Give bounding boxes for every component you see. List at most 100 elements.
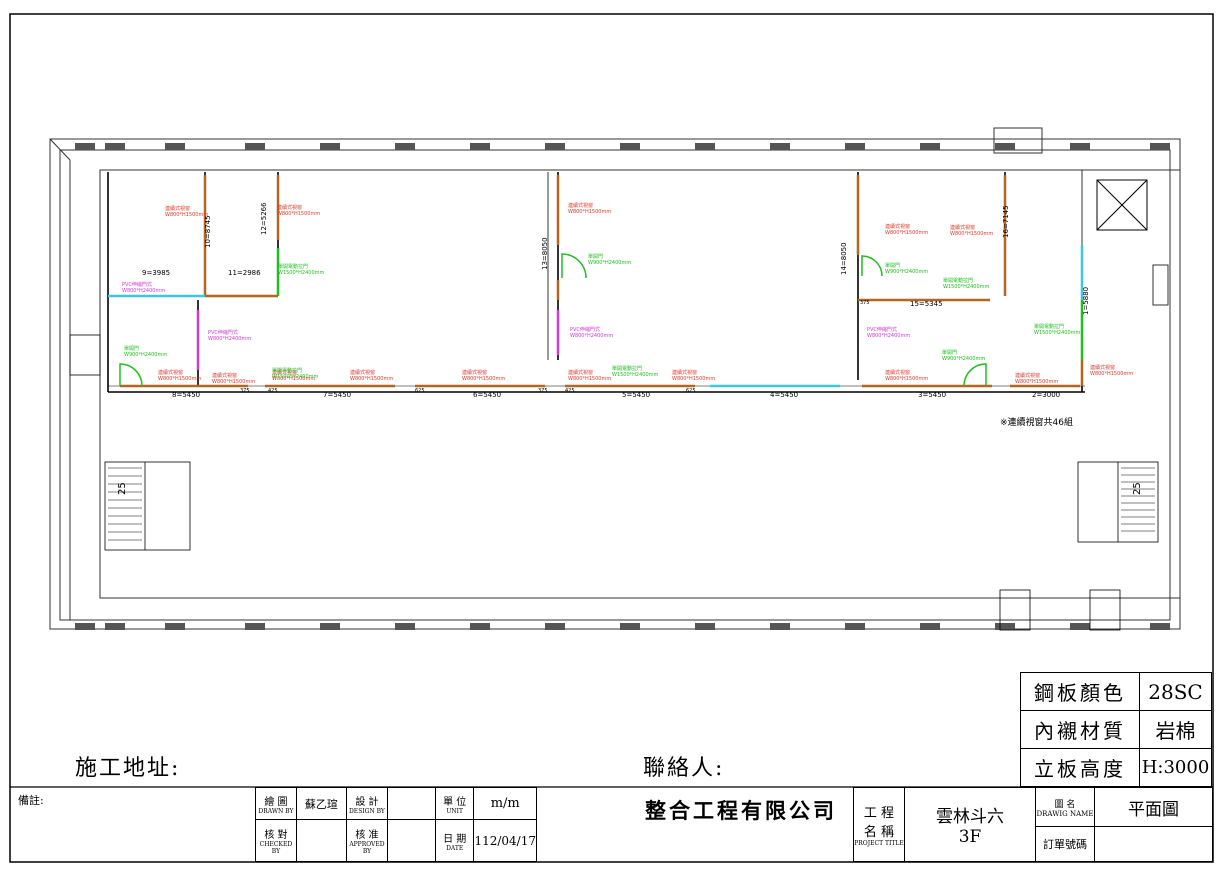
small-dimension: 625 <box>415 388 425 394</box>
design-label: 設 計 <box>355 796 379 808</box>
stair-label: 25 <box>117 482 128 495</box>
room-dimension: 1=5880 <box>1082 287 1090 315</box>
design-label-en: DESIGN BY <box>349 807 385 815</box>
drawn-by: 蘇乙瑄 <box>295 786 348 821</box>
callout-label: 單開電動拉門 <box>943 277 973 284</box>
checker-cell <box>295 819 348 862</box>
stairs <box>69 334 1159 631</box>
wall-block <box>545 143 565 150</box>
callout-size: W900*H2400mm <box>588 260 631 266</box>
callout-size: W800*H1500mm <box>350 376 393 382</box>
callout-size: W800*H1500mm <box>568 209 611 215</box>
project-label-2: 名 稱 <box>863 825 895 840</box>
wall-block <box>770 143 790 150</box>
callout-label: PVC伸縮門式 <box>570 326 600 333</box>
room-dimension: 9=3985 <box>142 269 170 277</box>
callout-size: W800*H2400mm <box>208 336 251 342</box>
approved-label: 核 准 <box>355 830 379 842</box>
wall-blocks <box>75 143 1170 630</box>
callout-size: W800*H1500mm <box>212 379 255 385</box>
wall-block <box>75 143 95 150</box>
wall-block <box>395 143 415 150</box>
room-dimension: 13=8050 <box>541 237 549 270</box>
stair-label: 25 <box>1132 482 1143 495</box>
unit-label-en: UNIT <box>446 807 464 815</box>
callout-size: W800*H1500mm <box>568 376 611 382</box>
callout-label: 單開門 <box>885 263 900 269</box>
room-dimension: 7=5450 <box>323 391 351 399</box>
wall-block <box>545 623 565 630</box>
spec-value: 岩棉 <box>1139 710 1212 749</box>
project-name: 雲林斗六 <box>936 807 1004 827</box>
wall-block <box>1070 623 1090 630</box>
stair-treads <box>108 467 1155 541</box>
wall-block <box>75 623 95 630</box>
wall-block <box>470 143 490 150</box>
date-label: 日 期 <box>443 833 467 845</box>
date-value: 112/04/17 <box>473 819 537 862</box>
callout-label: 單開門 <box>588 254 603 260</box>
callout-label: 連續式視窗 <box>672 369 697 376</box>
wall-block <box>920 623 940 630</box>
callout-size: W800*H1500mm <box>158 376 201 382</box>
callout-label: 連續式視窗 <box>272 369 297 376</box>
wall-block <box>245 143 265 150</box>
room-dimension: 3=5450 <box>918 391 946 399</box>
room-dimension: 2=3000 <box>1032 391 1060 399</box>
address-label: 施工地址: <box>75 756 181 781</box>
callout-size: W1500*H2400mm <box>278 270 325 276</box>
project-label-en: PROJECT TITLE <box>854 840 904 847</box>
spec-table: 鋼板顏色 28SC 內襯材質 岩棉 立板高度 H:3000 <box>1020 672 1212 787</box>
callout-size: W800*H1500mm <box>885 230 928 236</box>
small-dimension: 425 <box>268 388 278 394</box>
callout-size: W800*H1500mm <box>950 231 993 237</box>
checked-label: 核 對 <box>264 830 288 842</box>
contact-label: 聯絡人: <box>643 756 725 781</box>
drawing-label: 圖 名 <box>1054 799 1076 810</box>
callout-size: W900*H2400mm <box>124 352 167 358</box>
small-dimension: 375 <box>860 300 870 306</box>
callout-size: W800*H1500mm <box>277 211 320 217</box>
wall-block <box>995 623 1015 630</box>
project-label-1: 工 程 <box>863 806 895 821</box>
wall-block <box>105 623 125 630</box>
callout-size: W800*H1500mm <box>885 376 928 382</box>
room-dimension: 5=5450 <box>622 391 650 399</box>
room-dimension: 10=8745 <box>204 215 212 248</box>
wall-block <box>320 143 340 150</box>
window-count-note: ※連續視窗共46組 <box>1000 416 1073 428</box>
room-dimension: 4=5450 <box>770 391 798 399</box>
unit-value: m/m <box>473 786 537 821</box>
callout-size: W800*H2400mm <box>867 333 910 339</box>
callout-size: W1500*H2400mm <box>272 374 319 380</box>
project-floor: 3F <box>958 827 982 847</box>
drawn-label-en: DRAWN BY <box>258 807 294 815</box>
wall-block <box>620 143 640 150</box>
drawing-label-en: DRAWIG NAME <box>1036 809 1094 818</box>
callout-size: W800*H1500mm <box>1015 379 1058 385</box>
wall-block <box>845 623 865 630</box>
callout-size: W1500*H2400mm <box>612 372 659 378</box>
callout-label: 連續式視窗 <box>158 369 183 376</box>
room-dimension: 16=7145 <box>1002 205 1010 238</box>
callout-label: 連續式視窗 <box>1015 372 1040 379</box>
callout-label: 單開門 <box>942 350 957 356</box>
callout-label: 連續式視窗 <box>568 202 593 209</box>
callout-size: W800*H1500mm <box>1090 371 1133 377</box>
order-label: 訂單號碼 <box>1035 826 1095 862</box>
company-name: 整合工程有限公司 <box>645 798 837 823</box>
elevator <box>1096 179 1148 231</box>
callout-label: 連續式視窗 <box>885 369 910 376</box>
small-dimension: 425 <box>565 388 575 394</box>
drawn-label: 繪 圖 <box>264 796 288 808</box>
partition-colors <box>108 175 1084 388</box>
remark-label: 備註: <box>18 794 44 807</box>
drawing-name: 平面圖 <box>1094 787 1213 827</box>
small-dimension: 625 <box>686 388 696 394</box>
spec-value: H:3000 <box>1139 748 1212 787</box>
small-dimension: 375 <box>240 388 250 394</box>
callout-size: W900*H2400mm <box>885 269 928 275</box>
